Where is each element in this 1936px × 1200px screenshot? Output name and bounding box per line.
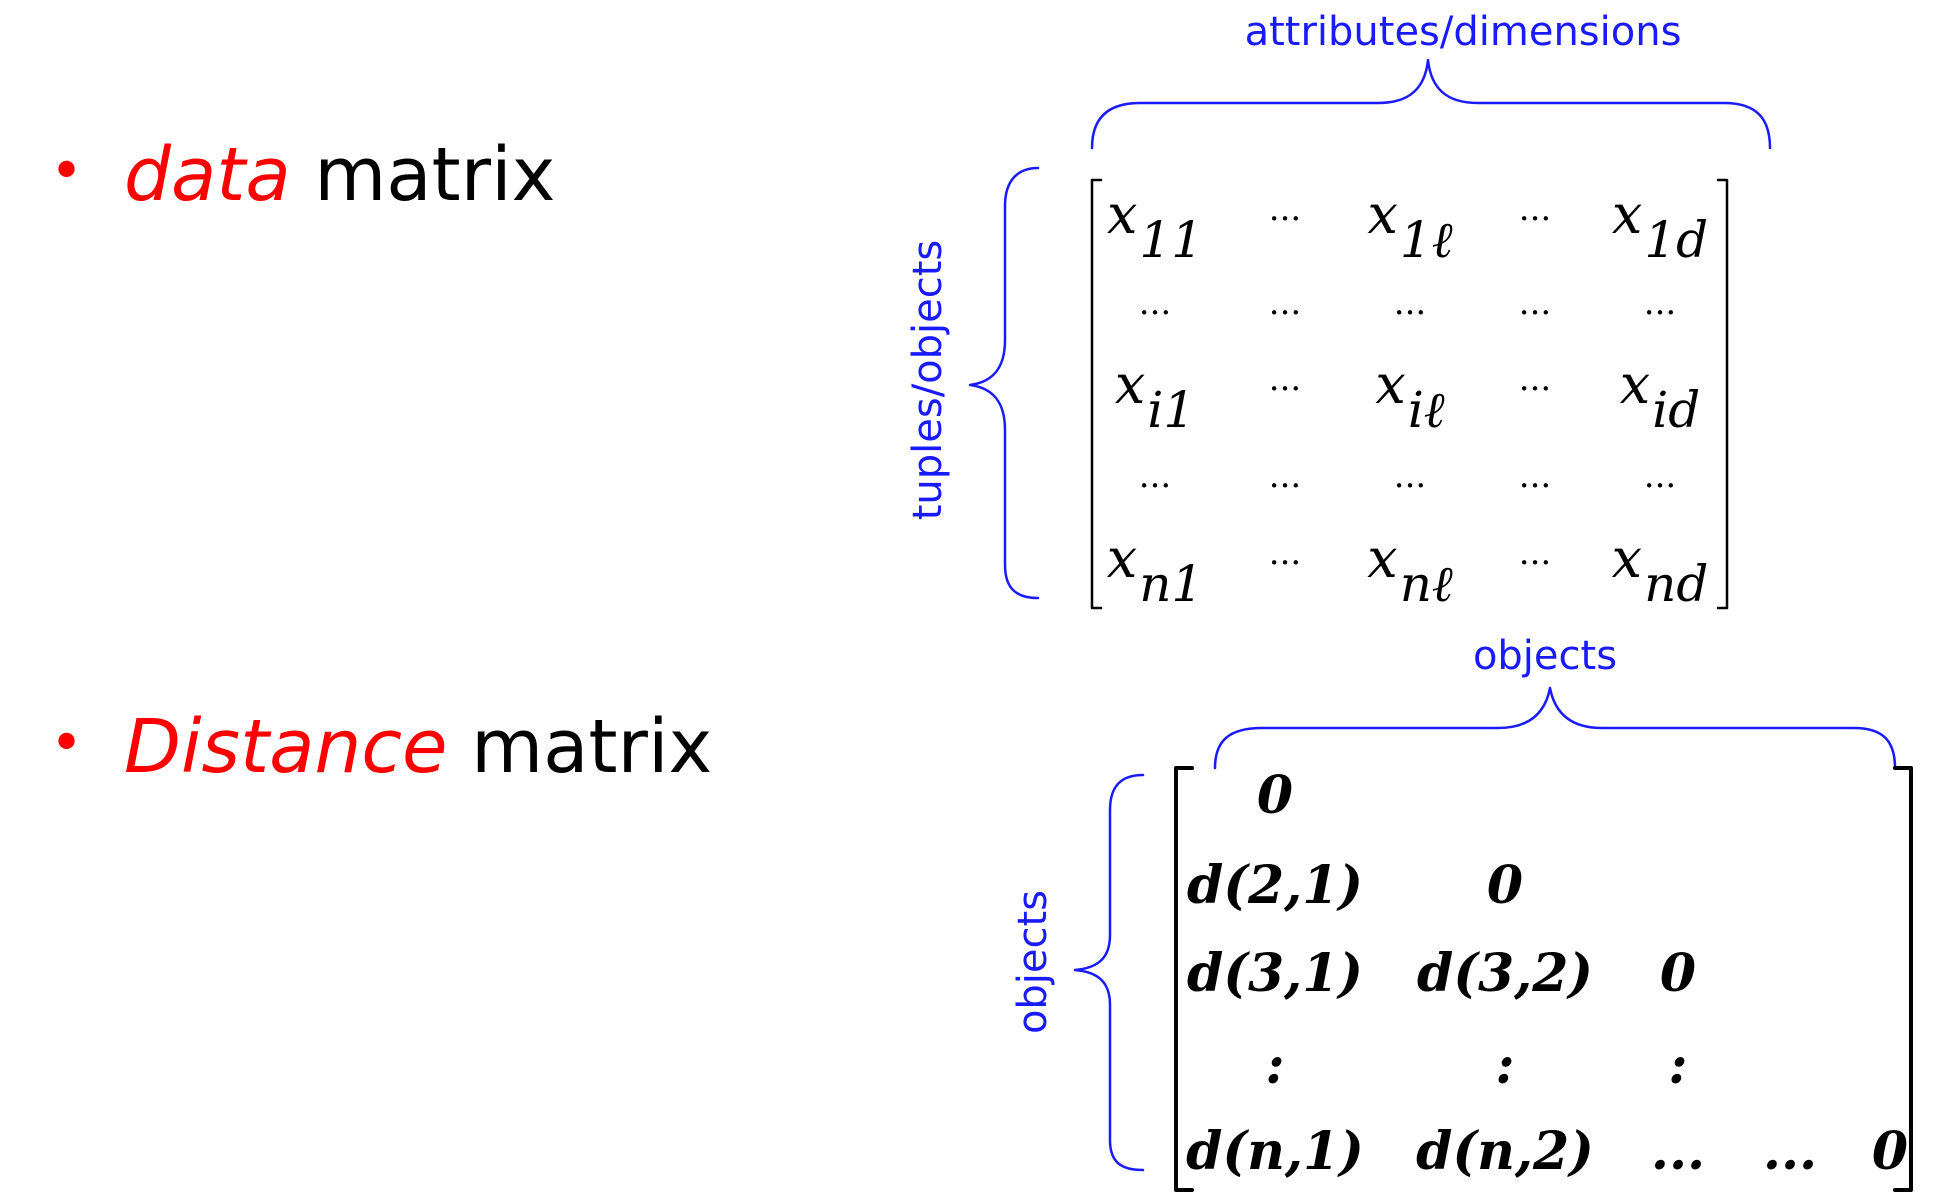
matrix-entry-subscript: 11 xyxy=(1139,211,1204,269)
distance-entry: 0 xyxy=(1256,765,1294,826)
distance-entry: : xyxy=(1265,1035,1285,1096)
matrix-entry: xiℓ xyxy=(1375,358,1444,436)
matrix-ellipsis: ... xyxy=(1268,359,1302,399)
matrix-ellipsis: ... xyxy=(1138,456,1172,496)
matrix-entry: xi1 xyxy=(1115,358,1195,436)
attributes-label: attributes/dimensions xyxy=(1244,9,1682,55)
matrix-ellipsis: ... xyxy=(1518,189,1552,229)
data-matrix-left-bracket xyxy=(1090,178,1103,610)
matrix-entry-base: x xyxy=(1106,183,1138,246)
distance-entry: d(n,2) xyxy=(1416,1121,1594,1182)
matrix-entry-subscript: nd xyxy=(1644,555,1709,613)
matrix-entry-base: x xyxy=(1367,527,1398,590)
matrix-entry-subscript: iℓ xyxy=(1407,381,1445,439)
matrix-entry: x11 xyxy=(1107,188,1203,266)
matrix-ellipsis: ... xyxy=(1643,456,1677,496)
matrix-ellipsis: ... xyxy=(1268,283,1302,323)
matrix-entry-base: x xyxy=(1114,353,1146,416)
objects-side-label: objects xyxy=(1010,889,1056,1035)
matrix-entry: xn1 xyxy=(1107,532,1203,610)
matrix-ellipsis: ... xyxy=(1268,189,1302,229)
data-matrix-right-bracket xyxy=(1716,178,1729,610)
bullet-data-matrix: •data matrix xyxy=(50,138,555,212)
matrix-entry: x1ℓ xyxy=(1367,188,1452,266)
matrix-entry: xnd xyxy=(1612,532,1709,610)
distance-matrix-top-brace xyxy=(1213,686,1897,770)
distance-entry: 0 xyxy=(1871,1121,1909,1182)
data-matrix-top-brace xyxy=(1090,58,1772,150)
matrix-ellipsis: ... xyxy=(1518,533,1552,573)
matrix-entry-base: x xyxy=(1611,183,1643,246)
matrix-entry-base: x xyxy=(1375,353,1406,416)
matrix-entry-base: x xyxy=(1611,527,1643,590)
matrix-entry-base: x xyxy=(1106,527,1138,590)
matrix-ellipsis: ... xyxy=(1138,283,1172,323)
distance-entry: : xyxy=(1495,1035,1515,1096)
bullet-distance-matrix: •Distance matrix xyxy=(50,710,712,784)
distance-entry: : xyxy=(1668,1035,1688,1096)
distance-matrix-left-bracket xyxy=(1174,766,1194,1192)
bullet-dot: • xyxy=(50,139,84,204)
distance-entry: d(n,1) xyxy=(1186,1121,1364,1182)
distance-entry: d(3,2) xyxy=(1416,943,1594,1004)
distance-entry: 0 xyxy=(1659,943,1697,1004)
matrix-ellipsis: ... xyxy=(1518,456,1552,496)
distance-entry: d(3,1) xyxy=(1186,943,1364,1004)
matrix-ellipsis: ... xyxy=(1393,283,1427,323)
matrix-entry: xid xyxy=(1620,358,1700,436)
objects-top-label: objects xyxy=(1472,633,1618,679)
matrix-ellipsis: ... xyxy=(1643,283,1677,323)
matrix-ellipsis: ... xyxy=(1518,359,1552,399)
distance-matrix-right-bracket xyxy=(1893,766,1913,1192)
matrix-entry-subscript: nℓ xyxy=(1399,555,1453,613)
data-matrix-side-brace xyxy=(968,166,1040,600)
distance-entry: 0 xyxy=(1486,855,1524,916)
matrix-entry-subscript: 1ℓ xyxy=(1399,211,1453,269)
matrix-entry-subscript: 1d xyxy=(1644,211,1709,269)
matrix-entry: x1d xyxy=(1612,188,1708,266)
matrix-entry-subscript: id xyxy=(1652,381,1701,439)
matrix-ellipsis: ... xyxy=(1268,456,1302,496)
tuples-objects-label: tuples/objects xyxy=(905,239,951,521)
distance-matrix-side-brace xyxy=(1073,773,1145,1172)
matrix-ellipsis: ... xyxy=(1518,283,1552,323)
matrix-entry-base: x xyxy=(1367,183,1398,246)
bullet-text: matrix xyxy=(290,132,556,218)
distance-entry: ... xyxy=(1650,1121,1706,1182)
bullet-keyword: data xyxy=(124,132,291,218)
matrix-entry-subscript: i1 xyxy=(1147,381,1196,439)
matrix-entry-base: x xyxy=(1619,353,1651,416)
distance-entry: ... xyxy=(1762,1121,1818,1182)
distance-entry: d(2,1) xyxy=(1186,855,1364,916)
matrix-ellipsis: ... xyxy=(1268,533,1302,573)
bullet-keyword: Distance xyxy=(124,704,448,790)
matrix-entry-subscript: n1 xyxy=(1139,555,1204,613)
matrix-entry: xnℓ xyxy=(1367,532,1453,610)
matrix-ellipsis: ... xyxy=(1393,456,1427,496)
bullet-text: matrix xyxy=(447,704,713,790)
bullet-dot: • xyxy=(50,711,84,776)
